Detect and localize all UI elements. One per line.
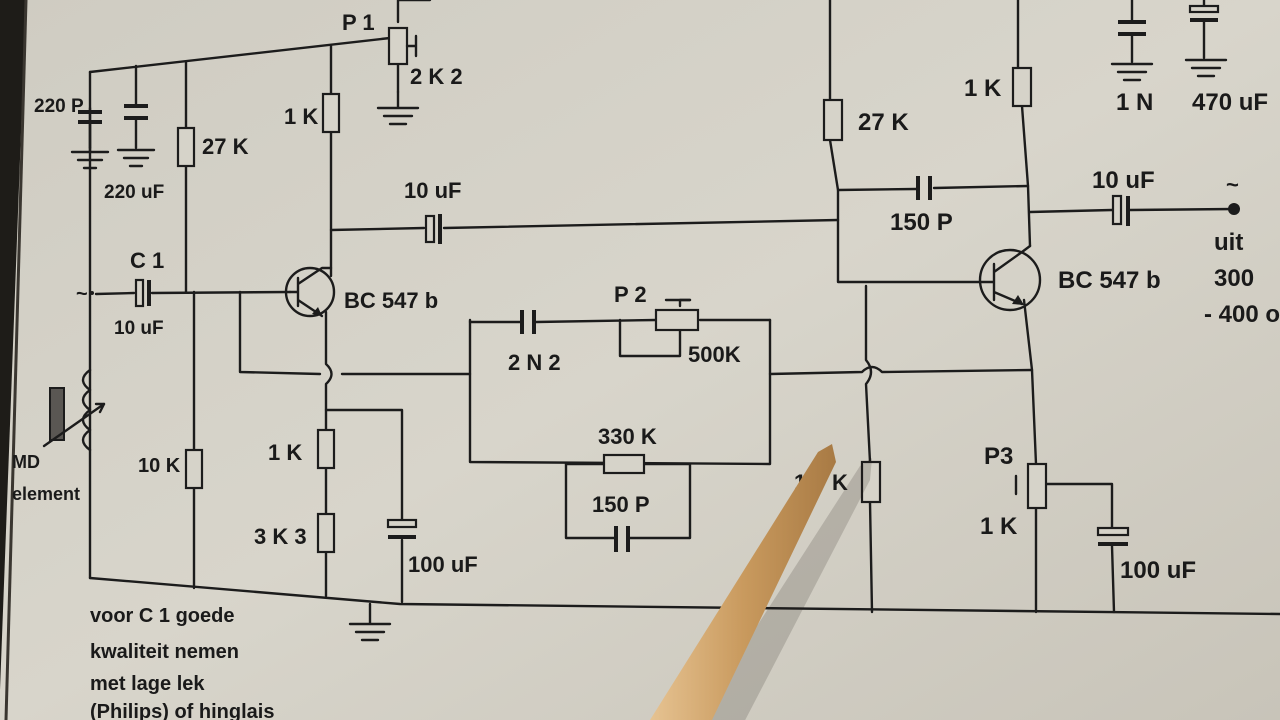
label-p3: P3	[984, 443, 1013, 470]
label-r-1k-emitter: 1 K	[268, 440, 302, 465]
resistor-1k-collector	[321, 92, 341, 134]
ground-icon	[70, 146, 110, 170]
resistor-330k	[602, 453, 646, 475]
note-line1: voor C 1 goede	[90, 605, 234, 627]
ground-icon	[348, 602, 392, 642]
label-q1: BC 547 b	[344, 288, 438, 313]
label-c-100uf-right: 100 uF	[1120, 557, 1196, 584]
wires	[81, 0, 1280, 616]
label-c-2n2: 2 N 2	[508, 350, 561, 375]
potentiometer-p1-symbol	[387, 26, 418, 66]
label-c-1n: 1 N	[1116, 89, 1153, 116]
potentiometers	[387, 26, 1048, 510]
component-labels: P 1 2 K 2 220 P 220 uF 27 K 1 K 10 uF C …	[12, 10, 1280, 584]
label-md-line2: element	[12, 484, 80, 504]
capacitor-150p-top-symbol	[916, 176, 932, 200]
transistor-q2-symbol	[978, 244, 1042, 312]
label-c-100uf-left: 100 uF	[408, 552, 478, 577]
resistor-1k-top-right	[1011, 66, 1033, 108]
label-r-27k-right: 27 K	[858, 109, 909, 136]
resistor-27k-right	[822, 98, 844, 142]
label-c-220p: 220 P	[34, 96, 84, 117]
capacitor-2n2-symbol	[520, 310, 536, 334]
capacitor-10uf-top-symbol	[424, 214, 442, 244]
capacitor-470uf-symbol	[1188, 4, 1220, 22]
potentiometer-p2-symbol	[654, 298, 700, 332]
note-line3: met lage lek	[90, 673, 205, 695]
ground-symbols	[70, 58, 1228, 642]
label-p1-value: 2 K 2	[410, 64, 463, 89]
resistors	[176, 66, 1033, 554]
label-input-tilde: ~	[76, 283, 88, 305]
label-r-27k-left: 27 K	[202, 134, 249, 159]
output-terminal	[1228, 203, 1240, 215]
ground-icon	[1110, 62, 1154, 82]
label-p3-value: 1 K	[980, 513, 1018, 540]
resistor-1k-right-vertical	[860, 460, 882, 504]
md-element-symbol	[42, 387, 106, 448]
potentiometer-p3-symbol	[1014, 462, 1048, 510]
capacitor-220uf-symbol	[124, 104, 148, 120]
ground-icon	[116, 148, 156, 168]
label-r-330k: 330 K	[598, 424, 657, 449]
label-md-line1: MD	[12, 452, 40, 472]
label-c-220uf: 220 uF	[104, 182, 164, 203]
label-q2: BC 547 b	[1058, 267, 1161, 294]
label-r-1k-right-suffix: K	[832, 470, 848, 495]
pointer-stick	[650, 444, 836, 720]
ground-icon	[376, 90, 420, 126]
footnote: voor C 1 goede kwaliteit nemen met lage …	[90, 605, 274, 720]
label-c1: C 1	[130, 248, 164, 273]
label-c1-value: 10 uF	[114, 318, 164, 339]
capacitor-100uf-left-symbol	[386, 518, 418, 539]
capacitors	[78, 4, 1220, 552]
resistor-3k3	[316, 512, 336, 554]
label-r-10k: 10 K	[138, 455, 181, 477]
label-c-150p-top: 150 P	[890, 209, 953, 236]
note-line4: (Philips) of hinglais	[90, 701, 274, 720]
label-c-10uf-out: 10 uF	[1092, 167, 1155, 194]
label-c-10uf-top: 10 uF	[404, 178, 461, 203]
label-p1: P 1	[342, 10, 375, 35]
label-uit: uit	[1214, 229, 1243, 256]
label-c-470uf: 470 uF	[1192, 89, 1268, 116]
label-p2: P 2	[614, 282, 647, 307]
label-output-tilde: ~	[1226, 172, 1239, 197]
label-r-1k-collector: 1 K	[284, 104, 318, 129]
label-ohm-300: 300	[1214, 265, 1254, 292]
ground-icon	[1184, 58, 1228, 78]
capacitor-10uf-out-symbol	[1111, 194, 1130, 226]
label-c-150p-bottom: 150 P	[592, 492, 650, 517]
resistor-27k-left	[176, 126, 196, 168]
resistor-10k	[184, 448, 204, 490]
capacitor-1n-symbol	[1118, 20, 1146, 36]
input-terminal	[90, 291, 94, 295]
label-p2-value: 500K	[688, 342, 741, 367]
label-r-3k3: 3 K 3	[254, 524, 307, 549]
transistor-q1-symbol	[284, 266, 336, 318]
capacitor-c1-symbol	[134, 278, 151, 308]
label-ohm-400: - 400 o	[1204, 301, 1280, 328]
capacitor-150p-bottom-symbol	[614, 526, 630, 552]
resistor-1k-emitter	[316, 428, 336, 470]
label-r-1k-top-right: 1 K	[964, 75, 1002, 102]
paper-edge	[4, 0, 28, 720]
capacitor-220p-symbol	[78, 110, 102, 150]
note-line2: kwaliteit nemen	[90, 641, 239, 663]
capacitor-100uf-right-symbol	[1096, 526, 1130, 546]
